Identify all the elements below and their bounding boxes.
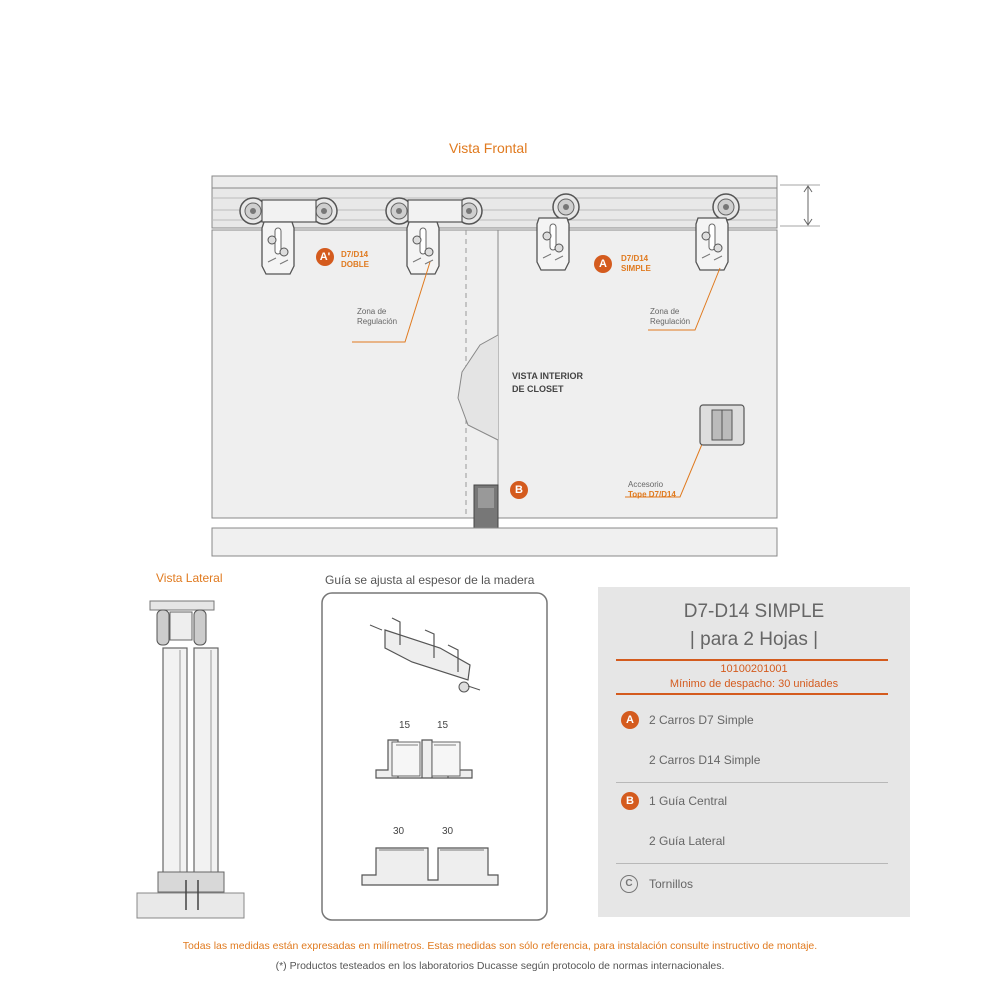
- product-info-box: D7-D14 SIMPLE | para 2 Hojas | 101002010…: [598, 587, 910, 917]
- side-view-title: Vista Lateral: [156, 571, 223, 585]
- zona-regulacion-right: Zona de Regulación: [650, 307, 691, 326]
- label-double: D7/D14 DOBLE: [341, 250, 369, 269]
- badge-a-info: A: [621, 711, 639, 729]
- info-item-guia-central: 1 Guía Central: [649, 794, 728, 808]
- badge-b-info: B: [621, 792, 639, 810]
- front-view-title: Vista Frontal: [449, 140, 528, 156]
- front-view-drawing: [211, 175, 820, 557]
- footer-testing-note: (*) Productos testeados en los laborator…: [275, 960, 725, 972]
- product-code: 10100201001: [720, 663, 788, 675]
- side-view-drawing: [136, 600, 245, 919]
- dim-15-left: 15: [399, 720, 411, 731]
- label-simple: D7/D14 SIMPLE: [621, 254, 651, 273]
- info-separator: [616, 782, 888, 783]
- info-item-guia-lateral: 2 Guía Lateral: [649, 834, 726, 848]
- badge-c-info: C: [620, 875, 638, 893]
- info-divider: [616, 693, 888, 695]
- badge-a-double: A': [316, 248, 334, 266]
- info-separator: [616, 863, 888, 864]
- badge-a-simple: A: [594, 255, 612, 273]
- dim-15-right: 15: [437, 720, 449, 731]
- info-divider: [616, 659, 888, 661]
- footer-measurements-note: Todas las medidas están expresadas en mi…: [182, 940, 818, 952]
- closet-interior-label: VISTA INTERIOR DE CLOSET: [512, 371, 584, 394]
- info-subtitle: | para 2 Hojas |: [689, 629, 819, 650]
- guide-detail-drawing: [321, 592, 548, 921]
- min-order: Mínimo de despacho: 30 unidades: [669, 678, 839, 690]
- info-title: D7-D14 SIMPLE: [683, 601, 825, 622]
- info-item-carros-d14: 2 Carros D14 Simple: [649, 753, 761, 767]
- info-item-tornillos: Tornillos: [649, 877, 694, 891]
- guide-title: Guía se ajusta al espesor de la madera: [325, 573, 535, 587]
- dim-30-right: 30: [442, 826, 454, 837]
- info-item-carros-d7: 2 Carros D7 Simple: [649, 713, 754, 727]
- accessory-label: Accesorio Tope D7/D14: [628, 480, 676, 499]
- badge-b-front: B: [510, 481, 528, 499]
- zona-regulacion-left: Zona de Regulación: [357, 307, 398, 326]
- dim-30-left: 30: [393, 826, 405, 837]
